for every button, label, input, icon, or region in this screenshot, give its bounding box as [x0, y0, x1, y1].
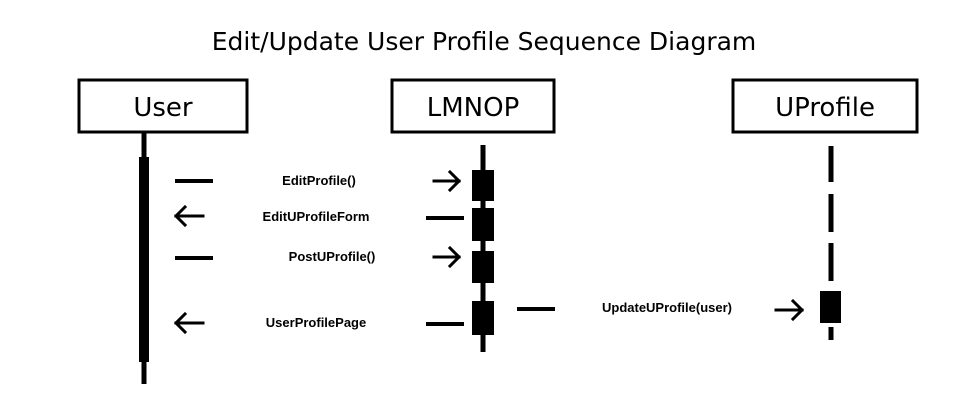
- participant-lmnop: LMNOP: [390, 78, 556, 134]
- participant-uprofile: UProfile: [731, 78, 919, 134]
- participant-lmnop-label: LMNOP: [427, 93, 520, 123]
- lmnop-activation-3: [472, 251, 494, 283]
- message-user-profile-page-label: UserProfilePage: [266, 315, 366, 330]
- participant-user: User: [77, 78, 249, 134]
- arrow-left-icon: [173, 311, 205, 335]
- message-post-uprofile: PostUProfile(): [175, 245, 462, 269]
- message-edit-profile-label: EditProfile(): [282, 173, 356, 188]
- arrow-left-icon: [173, 204, 205, 228]
- message-update-uprofile-label: UpdateUProfile(user): [602, 300, 732, 315]
- lmnop-activation-4: [472, 301, 494, 335]
- participant-uprofile-label: UProfile: [775, 93, 875, 123]
- arrow-right-icon: [432, 169, 462, 193]
- message-update-uprofile: UpdateUProfile(user): [517, 298, 805, 322]
- arrow-right-icon: [774, 298, 805, 322]
- message-edit-uprofile-form: EditUProfileForm: [173, 204, 464, 228]
- uprofile-activation-bar: [820, 291, 841, 323]
- message-user-profile-page: UserProfilePage: [173, 311, 464, 335]
- arrow-right-icon: [432, 245, 462, 269]
- participant-user-label: User: [133, 93, 193, 123]
- message-edit-profile: EditProfile(): [175, 169, 462, 193]
- diagram-title: Edit/Update User Profile Sequence Diagra…: [212, 27, 757, 56]
- lmnop-activation-2: [472, 208, 494, 241]
- message-post-uprofile-label: PostUProfile(): [289, 249, 376, 264]
- user-activation-bar: [139, 157, 149, 362]
- lmnop-activation-1: [472, 170, 494, 201]
- message-edit-uprofile-form-label: EditUProfileForm: [263, 209, 370, 224]
